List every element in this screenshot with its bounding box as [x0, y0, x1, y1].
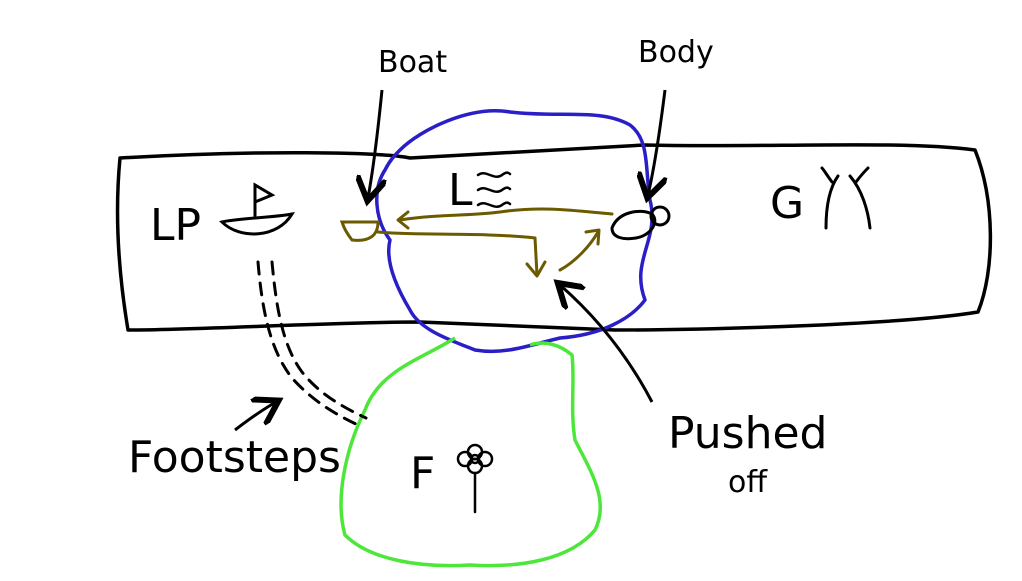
lake-boat-shape — [339, 220, 380, 242]
f-label: F — [410, 448, 435, 499]
shore-band — [115, 143, 993, 332]
l-label: L — [448, 165, 473, 216]
body-label: Body — [638, 35, 714, 70]
footsteps-path — [256, 260, 368, 428]
off-label: off — [728, 465, 768, 500]
pushed-pointer — [560, 285, 654, 403]
waves-icon — [476, 171, 512, 208]
footsteps-label: Footsteps — [128, 432, 341, 483]
field-region — [339, 336, 603, 568]
lp-label: LP — [150, 200, 201, 251]
body-shape — [610, 209, 657, 241]
footsteps-pointer — [234, 402, 276, 432]
flower-icon — [456, 443, 494, 514]
tree-icon — [820, 166, 872, 230]
pushed-label: Pushed — [668, 408, 827, 459]
pushed-path — [376, 207, 614, 278]
boat-label: Boat — [378, 45, 447, 80]
g-label: G — [770, 178, 804, 229]
boat-icon — [219, 182, 295, 236]
boat-pointer — [368, 89, 382, 198]
body-pointer — [648, 89, 665, 195]
body-head — [649, 205, 671, 227]
